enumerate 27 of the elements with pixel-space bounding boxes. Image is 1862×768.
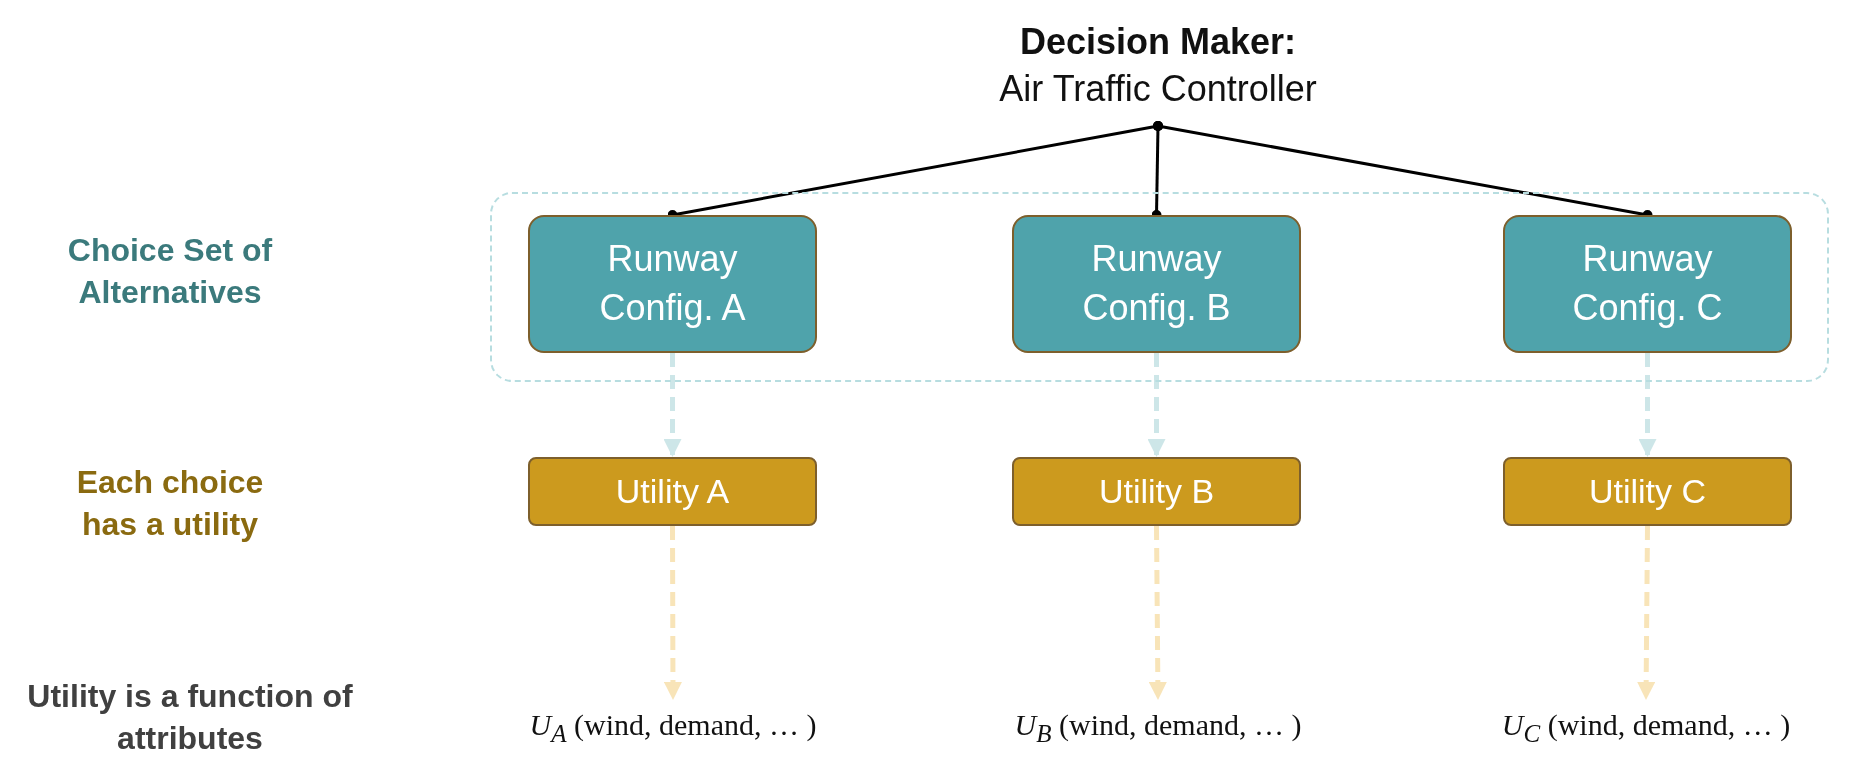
arrow bbox=[1148, 525, 1167, 701]
utility-box bbox=[1012, 457, 1301, 526]
role-heading: Decision Maker: bbox=[1019, 20, 1297, 65]
utility-formula: U$_{C}$ (wind, demand, … ) bbox=[1501, 707, 1791, 750]
arrow bbox=[663, 526, 682, 700]
node-label: Utility B bbox=[1098, 471, 1215, 513]
runway-config-box bbox=[528, 215, 817, 353]
row-label: Each choice has a utility bbox=[75, 463, 265, 544]
node-label: Runway Config. B bbox=[1081, 237, 1232, 330]
arrow bbox=[663, 353, 682, 457]
runway-config-box bbox=[1012, 215, 1301, 353]
arrow bbox=[1637, 525, 1656, 701]
row-label: Utility is a function of attributes bbox=[26, 677, 354, 758]
utility-box bbox=[1503, 457, 1792, 526]
row-label: Choice Set of Alternatives bbox=[66, 231, 274, 312]
utility-formula: U$_{A}$ (wind, demand, … ) bbox=[529, 707, 817, 750]
utility-box bbox=[528, 457, 817, 526]
role-name: Air Traffic Controller bbox=[999, 67, 1317, 111]
arrow bbox=[1147, 353, 1166, 457]
node-label: Runway Config. A bbox=[598, 237, 747, 330]
runway-config-box bbox=[1503, 215, 1792, 353]
utility-formula: U$_{B}$ (wind, demand, … ) bbox=[1014, 707, 1302, 750]
node-label: Utility C bbox=[1588, 471, 1707, 513]
node-label: Runway Config. C bbox=[1571, 237, 1724, 330]
choice-set-outline bbox=[490, 192, 1829, 382]
arrow bbox=[1638, 353, 1657, 457]
node-label: Utility A bbox=[615, 471, 730, 513]
